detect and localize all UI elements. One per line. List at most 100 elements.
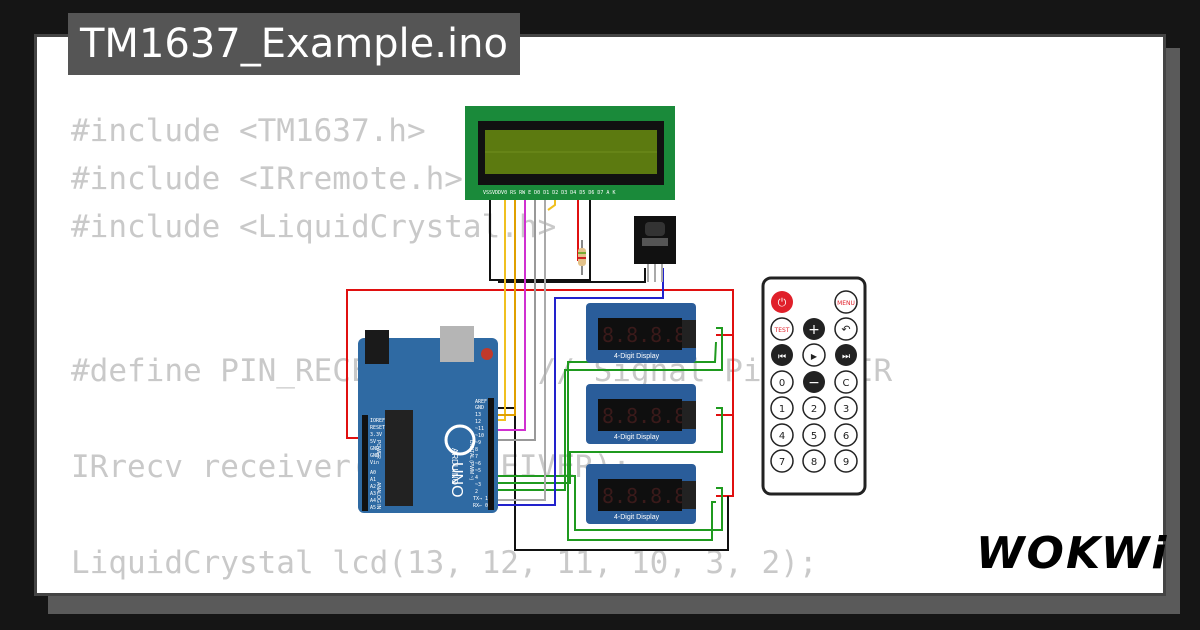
prev-button[interactable] bbox=[771, 344, 793, 366]
pin-13: 13 bbox=[475, 412, 481, 418]
test-label: TEST bbox=[774, 327, 790, 334]
key-1[interactable] bbox=[770, 396, 794, 420]
key-3[interactable] bbox=[834, 396, 858, 420]
wokwi-logo[interactable]: WOKWi bbox=[976, 528, 1169, 579]
key-2[interactable] bbox=[802, 396, 826, 420]
tm1637-display-3[interactable]: 8.8.8.8. 4-Digit Display bbox=[586, 464, 698, 524]
key-2-label: 2 bbox=[811, 404, 817, 415]
key-7-label: 7 bbox=[779, 457, 785, 468]
arduino-brand: ARDUINO bbox=[450, 448, 459, 485]
key-6-label: 6 bbox=[843, 431, 849, 442]
wire-yellow-2 bbox=[493, 195, 516, 416]
digital-label: DIGITAL (PWM ~) bbox=[468, 440, 474, 480]
pin-vin: Vin bbox=[370, 460, 379, 466]
display-label: 4-Digit Display bbox=[614, 514, 660, 521]
pin-5v: 5V bbox=[370, 439, 376, 445]
key-8[interactable] bbox=[802, 449, 826, 473]
next-icon: ⏭ bbox=[842, 352, 850, 362]
pin-6: ~6 bbox=[475, 461, 481, 467]
tm1637-display-1[interactable]: 8.8.8.8. 4-Digit Display bbox=[586, 303, 698, 363]
key-0-label: 0 bbox=[779, 378, 785, 389]
pin-a4: A4 bbox=[370, 498, 376, 504]
pin-a0: A0 bbox=[370, 470, 376, 476]
pin-10: ~10 bbox=[475, 433, 484, 439]
wire-black-gnd bbox=[490, 407, 729, 551]
menu-button[interactable] bbox=[834, 290, 858, 314]
wire-black-lcd bbox=[489, 195, 591, 281]
next-button[interactable] bbox=[835, 344, 857, 366]
key-4-label: 4 bbox=[779, 431, 785, 442]
wire-gray-1 bbox=[493, 195, 536, 441]
pin-ioref: IOREF bbox=[370, 418, 385, 424]
pin-8: 8 bbox=[475, 447, 478, 453]
pin-7: 7 bbox=[475, 454, 478, 460]
pin-3: ~3 bbox=[475, 482, 481, 488]
pin-aref: AREF bbox=[475, 399, 487, 405]
project-title[interactable]: TM1637_Example.ino bbox=[68, 13, 520, 75]
key-9-label: 9 bbox=[843, 457, 849, 468]
key-6[interactable] bbox=[834, 423, 858, 447]
wire-gray-2 bbox=[493, 195, 546, 501]
play-button[interactable] bbox=[802, 343, 826, 367]
minus-icon: − bbox=[808, 375, 820, 391]
arduino-uno[interactable]: ARDUINO UNO IOREF RESET 3.3V 5V GND GND … bbox=[358, 326, 498, 513]
key-5[interactable] bbox=[802, 423, 826, 447]
key-0[interactable] bbox=[770, 370, 794, 394]
display-label: 4-Digit Display bbox=[614, 434, 660, 441]
pin-gnd-3: GND bbox=[475, 405, 484, 411]
power-button[interactable] bbox=[771, 291, 793, 313]
wire-green-3 bbox=[493, 475, 723, 531]
pin-a3: A3 bbox=[370, 491, 376, 497]
pin-reset: RESET bbox=[370, 425, 385, 431]
key-5-label: 5 bbox=[811, 431, 817, 442]
pin-gnd-1: GND bbox=[370, 446, 379, 452]
tm1637-display-2[interactable]: 8.8.8.8. 4-Digit Display bbox=[586, 384, 698, 444]
plus-button[interactable] bbox=[803, 318, 825, 340]
clear-label: C bbox=[843, 378, 850, 389]
ir-receiver[interactable] bbox=[634, 216, 676, 282]
clear-button[interactable] bbox=[834, 370, 858, 394]
lcd-1602[interactable]: VSSVDDV0 RS RW E D0 D1 D2 D3 D4 D5 D6 D7… bbox=[465, 106, 675, 200]
key-3-label: 3 bbox=[843, 404, 849, 415]
pin-1: TX→ 1 bbox=[473, 496, 488, 502]
pin-11: ~11 bbox=[475, 426, 484, 432]
minus-button[interactable] bbox=[803, 371, 825, 393]
test-button[interactable] bbox=[770, 317, 794, 341]
wire-blue-ir bbox=[493, 268, 664, 506]
code-background: #include <TM1637.h> #include <IRremote.h… bbox=[71, 107, 892, 587]
back-icon: ↶ bbox=[841, 323, 850, 336]
back-button[interactable] bbox=[834, 317, 858, 341]
wire-green-4 bbox=[567, 341, 717, 541]
code-line: #include <TM1637.h> bbox=[71, 113, 426, 149]
plus-icon: + bbox=[808, 322, 820, 338]
key-7[interactable] bbox=[770, 449, 794, 473]
pin-2: 2 bbox=[475, 489, 478, 495]
power-icon: ⏻ bbox=[778, 296, 787, 309]
key-4[interactable] bbox=[770, 423, 794, 447]
power-label: POWER bbox=[375, 440, 381, 459]
ir-remote[interactable]: ⏻ MENU TEST + ↶ ⏮ ▶ ⏭ 0 − C 1 2 bbox=[761, 276, 867, 496]
wire-magenta bbox=[493, 195, 526, 431]
play-icon: ▶ bbox=[811, 352, 818, 361]
key-9[interactable] bbox=[834, 449, 858, 473]
pin-0: RX← 0 bbox=[473, 503, 488, 509]
pin-4: 4 bbox=[475, 475, 478, 481]
pin-5: ~5 bbox=[475, 468, 481, 474]
code-line: #include <LiquidCrystal.h> bbox=[71, 209, 557, 245]
pin-a1: A1 bbox=[370, 477, 376, 483]
lcd-pin-labels: VSSVDDV0 RS RW E D0 D1 D2 D3 D4 D5 D6 D7… bbox=[483, 190, 615, 196]
wire-green-2 bbox=[493, 407, 723, 484]
key-8-label: 8 bbox=[811, 457, 817, 468]
pin-a2: A2 bbox=[370, 484, 376, 490]
prev-icon: ⏮ bbox=[778, 352, 786, 362]
pin-3v3: 3.3V bbox=[370, 432, 382, 438]
code-line: #include <IRremote.h> bbox=[71, 161, 463, 197]
display-label: 4-Digit Display bbox=[614, 353, 660, 360]
arduino-model: UNO bbox=[448, 462, 465, 498]
resistor[interactable] bbox=[578, 240, 586, 275]
wire-black-ir bbox=[498, 268, 646, 283]
pin-12: 12 bbox=[475, 419, 481, 425]
wire-red-power bbox=[346, 289, 734, 497]
analog-label: ANALOG IN bbox=[375, 482, 381, 510]
